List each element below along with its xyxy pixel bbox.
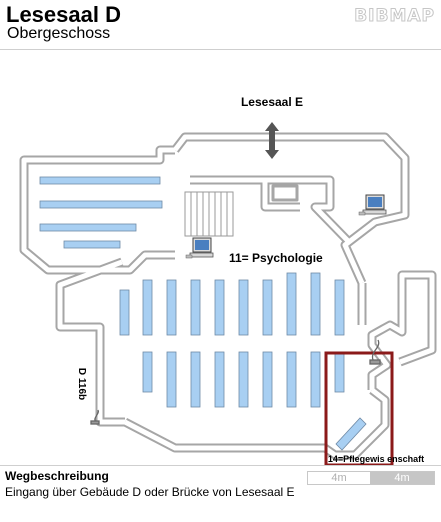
footer-divider: [0, 465, 441, 466]
highlight-section-14: [324, 351, 394, 465]
floor-plan-map: Lesesaal E 11= Psychologie D 116b 14=Pfl…: [19, 95, 437, 465]
shelf-nursing: [335, 417, 367, 451]
room-label-d116b: D 116b: [76, 368, 87, 400]
page-title: Lesesaal D: [6, 2, 121, 27]
building-walls: [19, 132, 437, 460]
section-label-nursing: 14=Pflegewis enschaft: [328, 454, 424, 464]
brand-logo: BIBMAP: [354, 6, 435, 27]
staircase: [184, 191, 234, 237]
section-label-psychology: 11= Psychologie: [229, 251, 323, 265]
up-down-arrow-icon: [265, 122, 279, 159]
shelves-upper-left: [39, 176, 163, 249]
scale-right-label: 4m: [370, 472, 434, 484]
header: Lesesaal D Obergeschoss BIBMAP: [0, 0, 441, 50]
scale-left-label: 4m: [308, 472, 370, 484]
directions-title: Wegbeschreibung: [5, 469, 109, 483]
directions-text: Eingang über Gebäude D oder Brücke von L…: [5, 485, 295, 499]
header-divider: [0, 49, 441, 50]
scale-bar: 4m 4m: [307, 471, 435, 485]
floor-subtitle: Obergeschoss: [7, 25, 111, 42]
computer-icon: [358, 194, 387, 216]
exit-label-lesesaal-e: Lesesaal E: [241, 95, 303, 109]
shelves-main-hall: [119, 272, 345, 408]
computer-icon: [185, 237, 214, 259]
cable-device: [90, 339, 381, 425]
